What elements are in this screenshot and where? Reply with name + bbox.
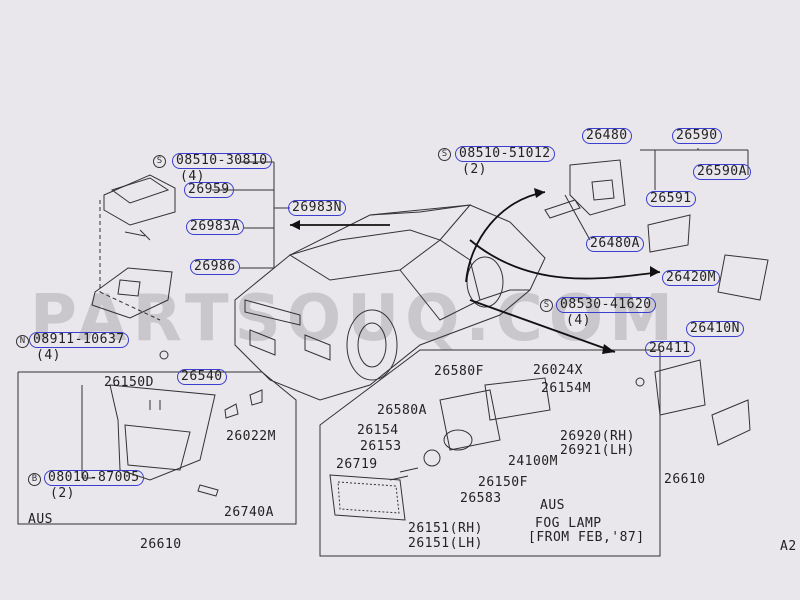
- socket-26420M: [717, 254, 769, 301]
- part-number-label[interactable]: 26959: [184, 182, 234, 198]
- quantity-label: (4): [566, 313, 591, 328]
- part-number-label[interactable]: 26590: [672, 128, 722, 144]
- box-fog-lamp: [319, 349, 661, 557]
- part-number-label: 26150F: [478, 475, 528, 490]
- socket-26410N: [711, 399, 751, 446]
- part-number-label[interactable]: 26410N: [686, 321, 744, 337]
- lens-26411: [654, 359, 706, 416]
- part-number-label[interactable]: 26540: [177, 369, 227, 385]
- page-code: A2: [780, 539, 797, 554]
- region-label: AUS: [28, 512, 53, 527]
- bolt-symbol: B: [28, 473, 41, 486]
- part-number-label[interactable]: 26986: [190, 259, 240, 275]
- lens-26591: [647, 214, 691, 253]
- fog-lamp-lens: [329, 474, 406, 521]
- part-number-label: 26740A: [224, 505, 274, 520]
- quantity-label: (2): [50, 486, 75, 501]
- part-number-label[interactable]: 08911-10637: [29, 332, 129, 348]
- part-number-label[interactable]: 08530-41620: [556, 297, 656, 313]
- region-label: AUS: [540, 498, 565, 513]
- lamp-housing-upper: [103, 174, 176, 226]
- watermark: PARTSOUQ.COM: [30, 282, 679, 356]
- bracket-26590: [640, 148, 749, 190]
- part-number-label[interactable]: 26983A: [186, 219, 244, 235]
- part-number-label: 26154: [357, 423, 399, 438]
- fog-lamp-bracket: [439, 389, 501, 451]
- part-number-label[interactable]: 26420M: [662, 270, 720, 286]
- part-number-label: 26153: [360, 439, 402, 454]
- part-number-label: 26150D: [104, 375, 154, 390]
- headlamp-housing: [109, 384, 216, 481]
- wheel-front: [346, 309, 398, 381]
- screw-symbol: S: [540, 299, 553, 312]
- screw-symbol: S: [153, 155, 166, 168]
- arrow-to-fog-lamp: [469, 299, 616, 353]
- part-number-label: 26610: [664, 472, 706, 487]
- car-body: [234, 204, 546, 401]
- screw-symbol: S: [438, 148, 451, 161]
- lamp-lens: [91, 267, 173, 319]
- part-number-label: 26610: [140, 537, 182, 552]
- part-number-label[interactable]: 26480A: [586, 236, 644, 252]
- arrow-to-reverse-lamp: [465, 191, 546, 283]
- car-hood: [288, 229, 442, 281]
- part-number-label[interactable]: 08010-87005: [44, 470, 144, 486]
- note-label: FOG LAMP: [535, 516, 602, 531]
- part-number-label: 26921(LH): [560, 443, 635, 458]
- part-number-label: 26719: [336, 457, 378, 472]
- car-roof: [369, 204, 472, 241]
- part-number-label: 26024X: [533, 363, 583, 378]
- part-number-label[interactable]: 08510-30810: [172, 153, 272, 169]
- part-number-label: 26580F: [434, 364, 484, 379]
- quantity-label: (4): [180, 169, 205, 184]
- arrow-to-tail-lamp: [469, 239, 661, 280]
- part-number-label: 26154M: [541, 381, 591, 396]
- bracket-ticks: [212, 161, 290, 269]
- box-aus-left: [17, 371, 297, 525]
- part-number-label: 26151(LH): [408, 536, 483, 551]
- part-number-label: 26920(RH): [560, 429, 635, 444]
- part-number-label: 26022M: [226, 429, 276, 444]
- part-number-label[interactable]: 26590A: [693, 164, 751, 180]
- part-number-label: 26580A: [377, 403, 427, 418]
- nut-symbol: N: [16, 335, 29, 348]
- note-label: [FROM FEB,'87]: [528, 530, 645, 545]
- part-number-label[interactable]: 26480: [582, 128, 632, 144]
- quantity-label: (4): [36, 348, 61, 363]
- part-number-label[interactable]: 26411: [645, 341, 695, 357]
- part-number-label[interactable]: 26591: [646, 191, 696, 207]
- reverse-lamp-unit: [569, 159, 626, 216]
- part-number-label: 24100M: [508, 454, 558, 469]
- part-number-label[interactable]: 08510-51012: [455, 146, 555, 162]
- wheel-rear: [466, 256, 504, 308]
- quantity-label: (2): [462, 162, 487, 177]
- part-number-label: 26583: [460, 491, 502, 506]
- part-number-label[interactable]: 26983N: [288, 200, 346, 216]
- part-number-label: 26151(RH): [408, 521, 483, 536]
